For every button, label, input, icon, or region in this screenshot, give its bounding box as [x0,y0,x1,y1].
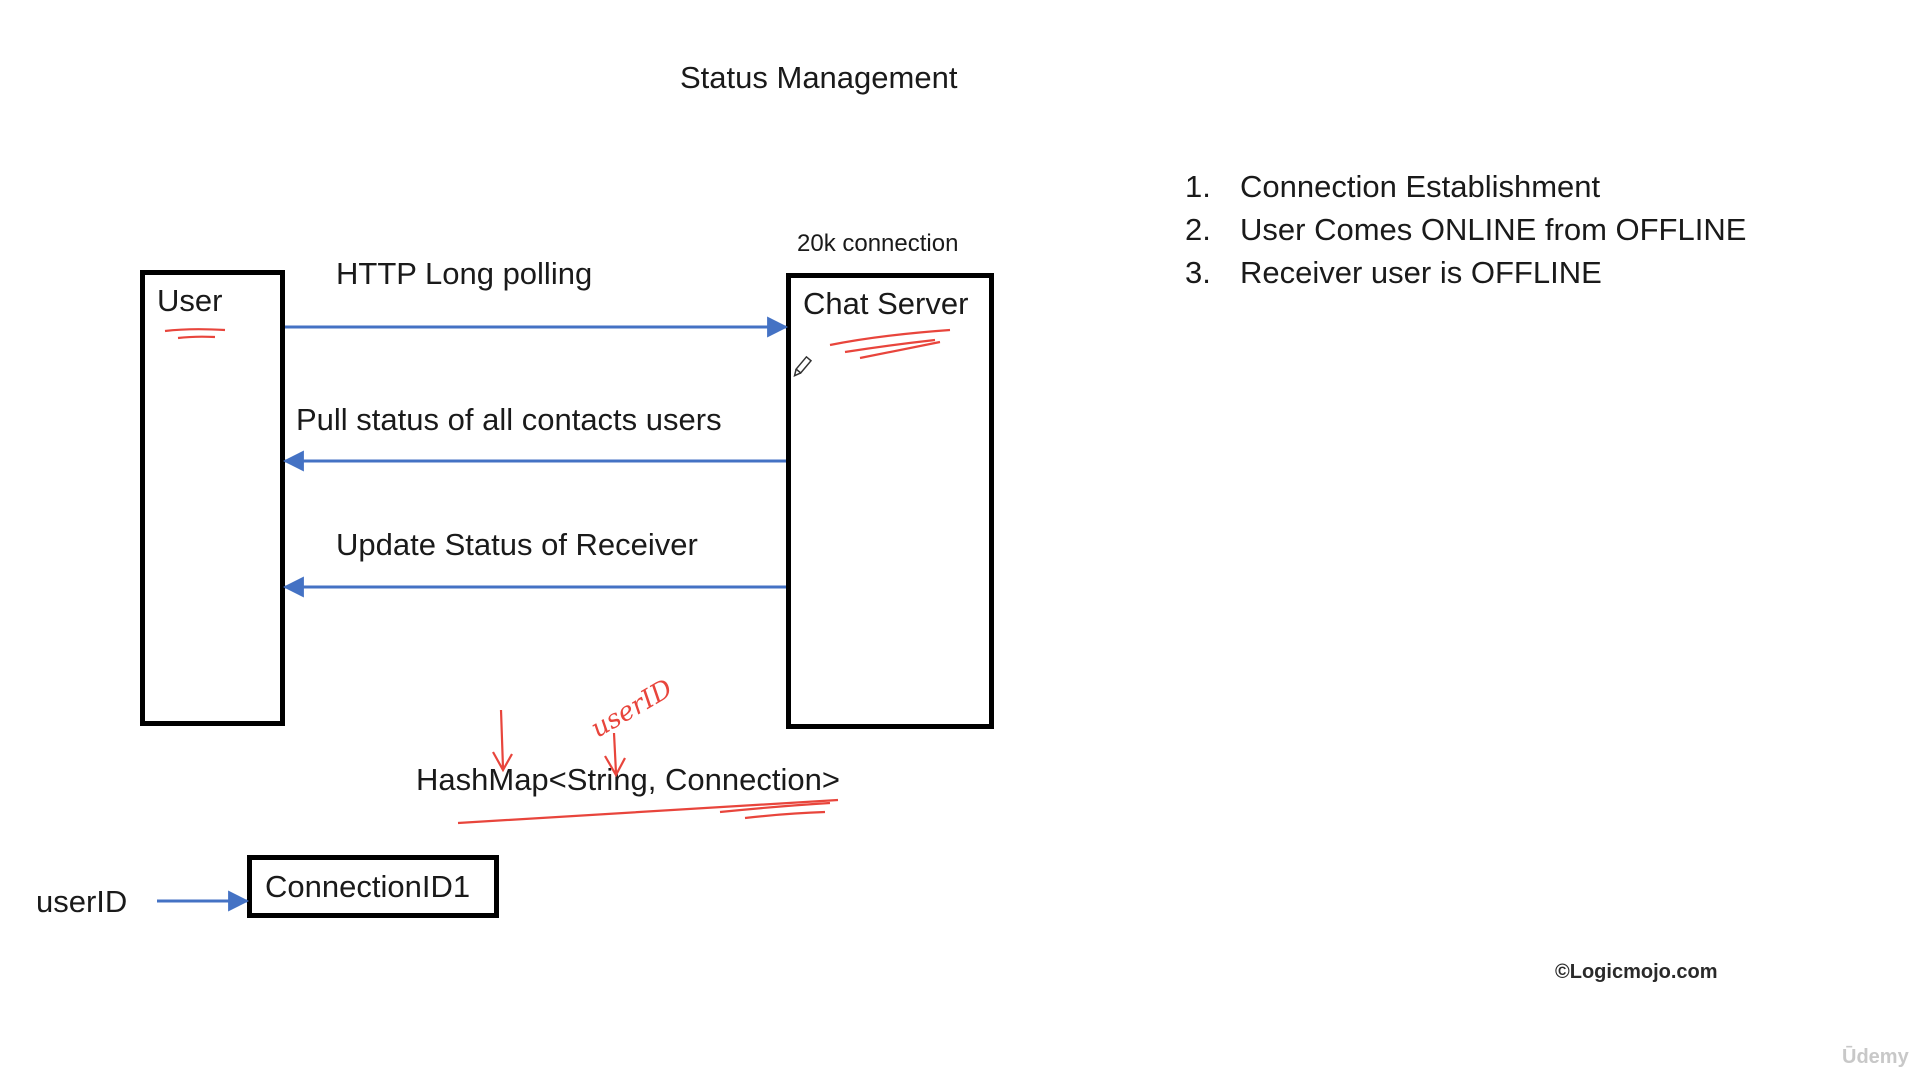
annotation-arrow-userid [604,732,626,778]
cases-list: 1. Connection Establishment 2. User Come… [1185,165,1746,294]
user-box-label: User [157,283,223,318]
annotation-arrow-key-type [492,709,513,773]
udemy-logo: Ūdemy [1842,1046,1909,1068]
mapping-value-label: ConnectionID1 [265,869,471,904]
list-item: 2. User Comes ONLINE from OFFLINE [1185,212,1747,247]
mapping-value-box: ConnectionID1 [247,855,499,918]
annotation-underline-hashmap [457,798,839,825]
list-item: 3. Receiver user is OFFLINE [1185,255,1602,290]
page-title: Status Management [680,60,958,95]
pen-cursor-icon [793,355,813,377]
annotation-underline-chat-server [829,328,951,360]
annotation-userid-handwritten: userID [586,674,678,745]
chat-server-box: Chat Server [786,273,994,729]
message-label-http-long-polling: HTTP Long polling [336,256,593,291]
annotation-underline-user [164,328,226,340]
message-label-pull-status: Pull status of all contacts users [296,402,722,437]
user-box: User [140,270,285,726]
message-label-update-status: Update Status of Receiver [336,527,698,562]
mapping-key: userID [36,884,128,919]
watermark: ©Logicmojo.com [1555,961,1718,983]
hashmap-signature: HashMap<String, Connection> [416,762,840,797]
list-item: 1. Connection Establishment [1185,169,1601,204]
chat-server-box-label: Chat Server [803,286,969,321]
capacity-note: 20k connection [797,230,959,257]
